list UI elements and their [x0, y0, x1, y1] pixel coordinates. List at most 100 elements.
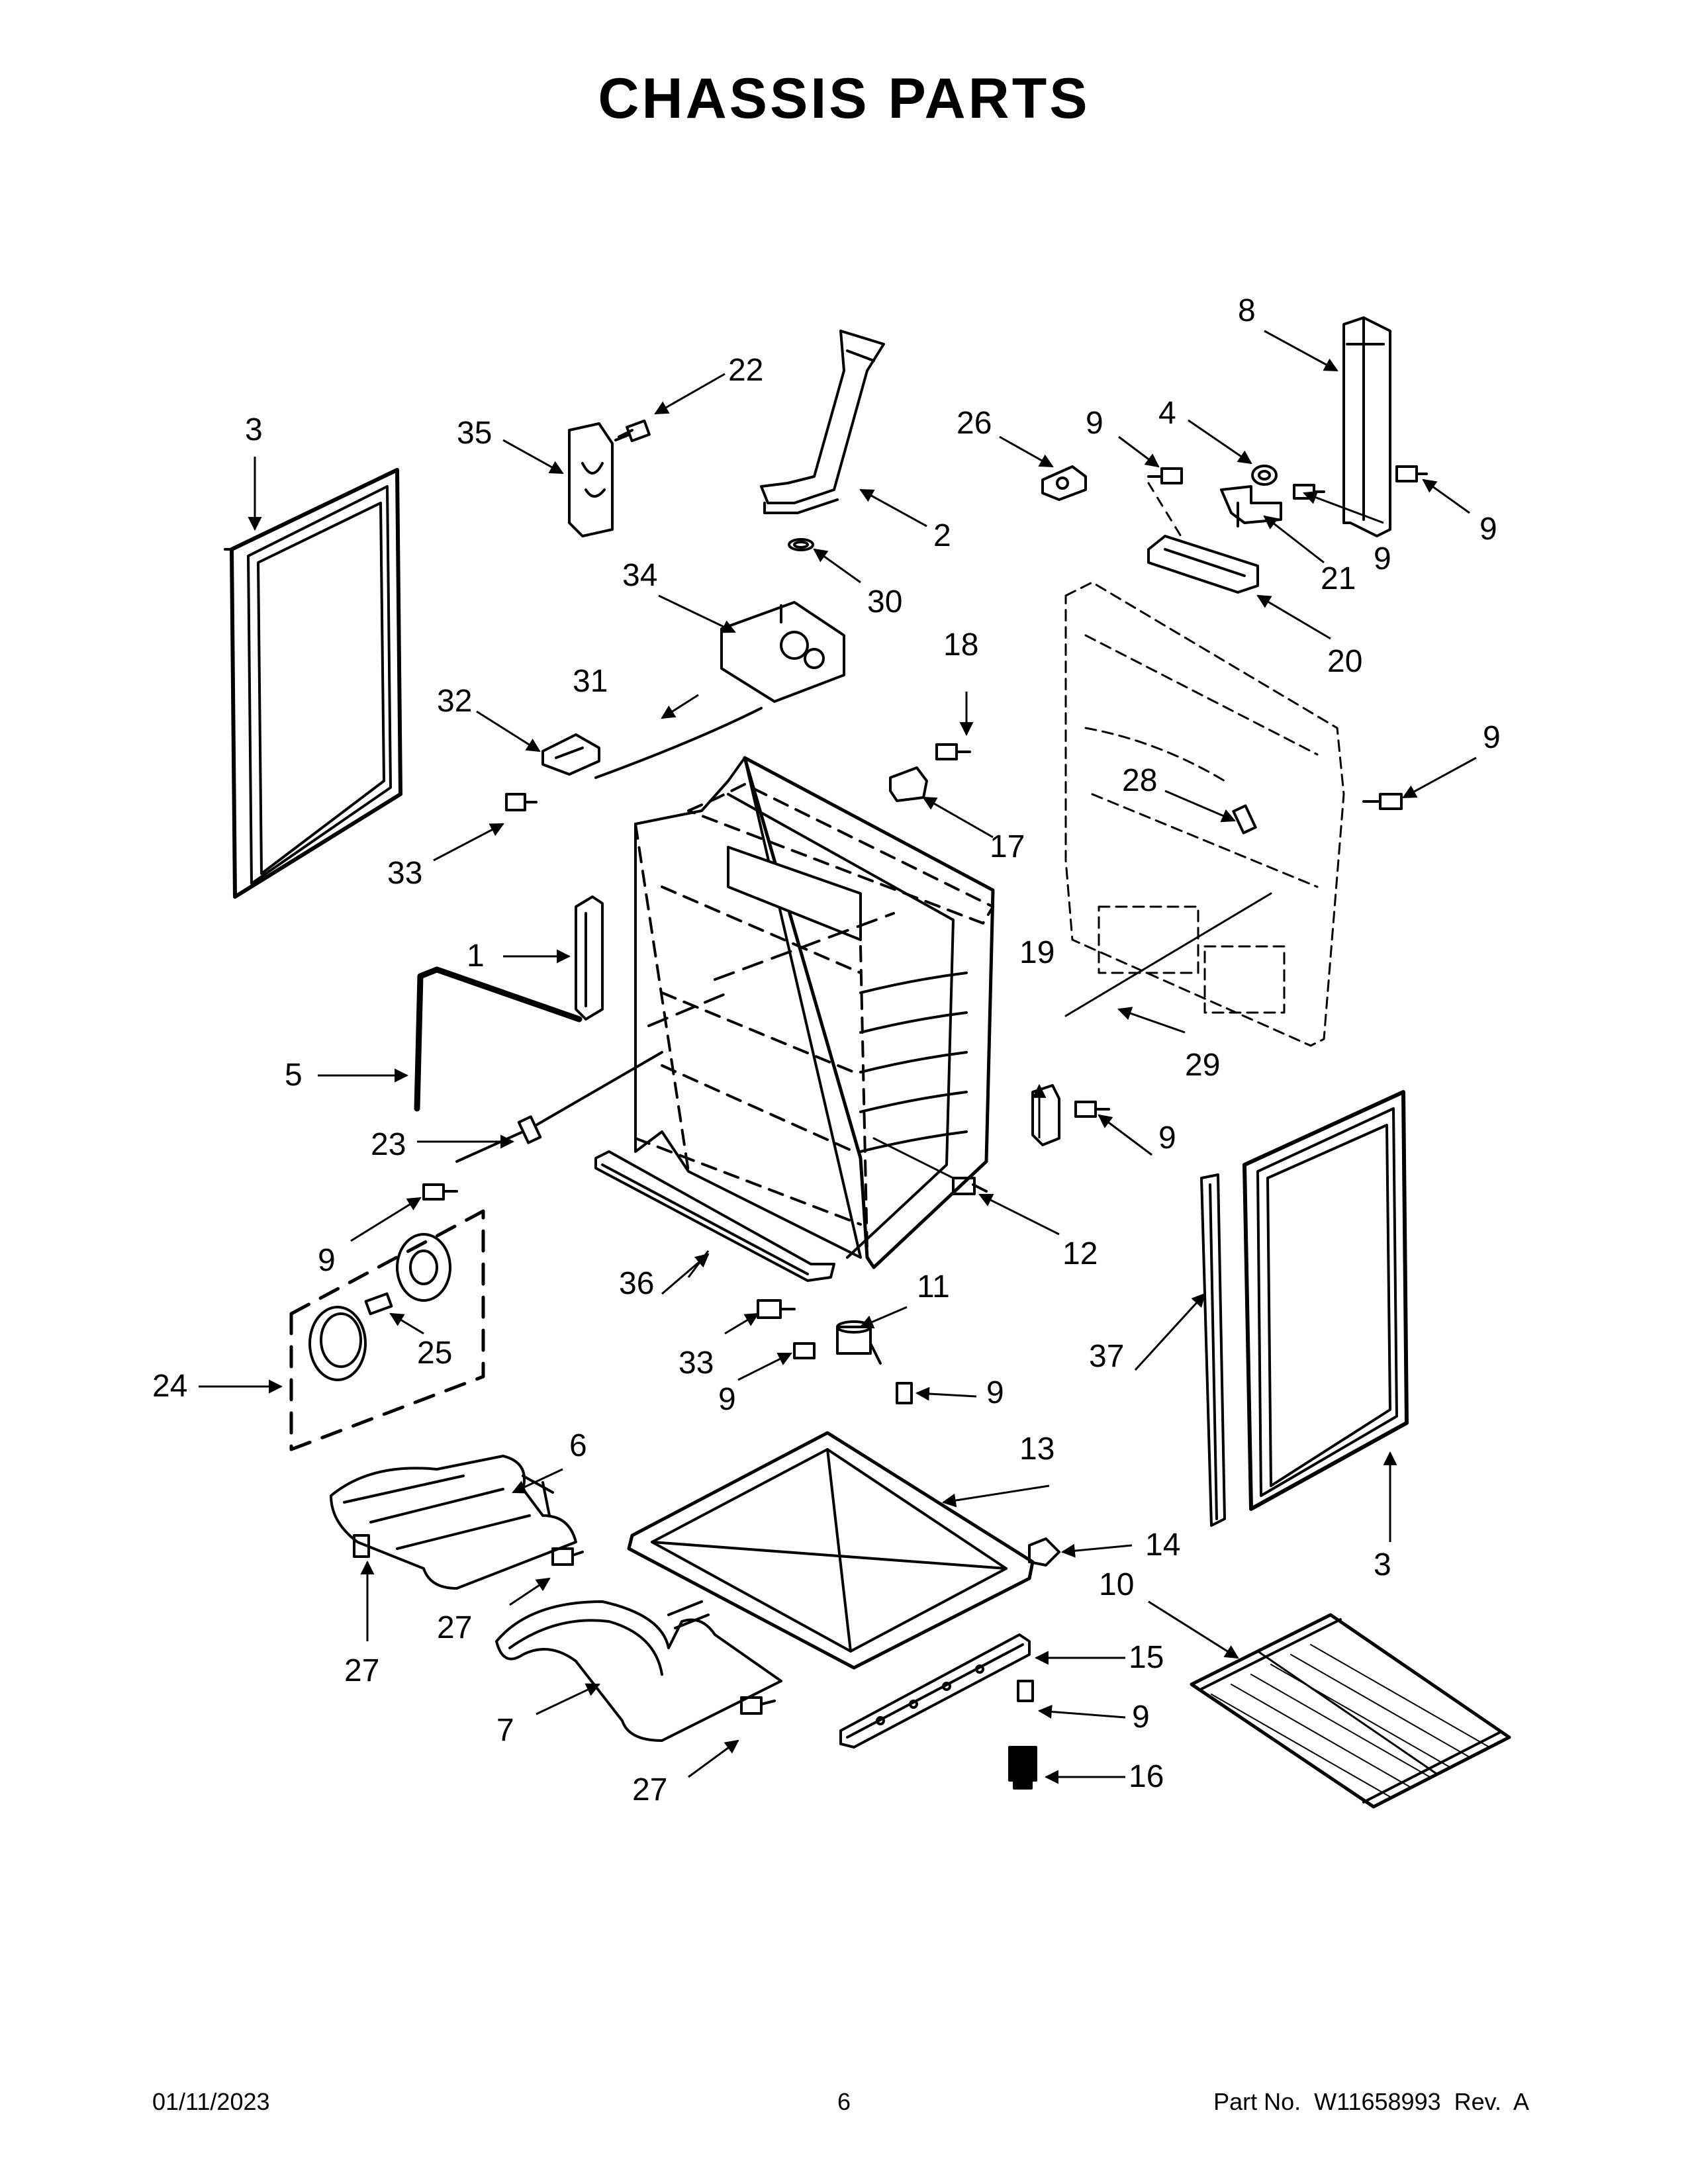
- bottom-tray-13: [629, 1433, 1033, 1668]
- bracket-20: [1149, 536, 1258, 592]
- bracket-35: [569, 424, 612, 536]
- callout-6: 6: [569, 1428, 587, 1463]
- callout-18: 18: [943, 627, 978, 662]
- callout-labels: 3 35 22 2 30 26 9 4 8 9 9 21 20 34 31 32…: [152, 293, 1501, 1807]
- bake-element-7: [496, 1602, 781, 1741]
- callout-34: 34: [622, 558, 657, 593]
- clip-25: [366, 1294, 392, 1314]
- screw-12: [953, 1178, 986, 1194]
- callout-33-bottom: 33: [679, 1345, 714, 1381]
- callout-3-left: 3: [245, 412, 263, 447]
- callout-9-below-8: 9: [1374, 541, 1391, 576]
- page-title: CHASSIS PARTS: [598, 67, 1090, 130]
- footer-date: 01/11/2023: [152, 2088, 270, 2115]
- callout-9-far-right: 9: [1479, 512, 1497, 547]
- callout-12: 12: [1062, 1236, 1098, 1271]
- screw-9-rear: [1364, 794, 1401, 809]
- gasket-5: [414, 966, 583, 1112]
- callout-2: 2: [933, 518, 951, 553]
- standoff-28: [1233, 805, 1255, 833]
- switch-11: [837, 1322, 880, 1363]
- callout-10: 10: [1099, 1567, 1134, 1602]
- callout-31: 31: [573, 664, 608, 699]
- callout-33-top: 33: [387, 856, 422, 891]
- front-trim-15: [841, 1635, 1029, 1747]
- callout-13: 13: [1019, 1432, 1055, 1467]
- callout-15: 15: [1129, 1640, 1164, 1675]
- callout-9-near-15: 9: [1132, 1700, 1150, 1735]
- callout-9-near-11-left: 9: [718, 1382, 736, 1417]
- channel-8: [1344, 318, 1390, 536]
- screw-9-near-19: [1076, 1102, 1109, 1116]
- screw-22: [616, 421, 649, 441]
- washer-30: [789, 539, 813, 550]
- screw-9-near-15: [1018, 1681, 1033, 1701]
- callout-4: 4: [1158, 396, 1176, 431]
- screw-9-near-11-right: [897, 1383, 912, 1403]
- screw-27-bottom: [741, 1698, 774, 1713]
- callout-9-rear: 9: [1483, 720, 1501, 755]
- callout-20: 20: [1327, 644, 1362, 679]
- support-strap-2: [761, 331, 884, 513]
- callout-26: 26: [957, 406, 992, 441]
- callout-9-near-11-right: 9: [986, 1375, 1004, 1410]
- callout-29: 29: [1185, 1048, 1220, 1083]
- rear-panel-29: [1066, 582, 1344, 1046]
- footer-part-number: Part No. W11658993 Rev. A: [1213, 2088, 1529, 2115]
- wire-31: [594, 707, 763, 779]
- callout-1: 1: [467, 938, 485, 974]
- callout-3-right: 3: [1374, 1547, 1391, 1582]
- callout-24: 24: [152, 1369, 187, 1404]
- footer-page-number: 6: [837, 2088, 851, 2115]
- hinge-receptacle-1: [576, 897, 602, 1019]
- lock-bracket-32: [543, 735, 599, 774]
- clip-19: [1033, 1085, 1059, 1145]
- screw-33-top: [506, 794, 536, 810]
- callout-22: 22: [728, 353, 763, 388]
- motor-assembly-34: [722, 602, 844, 702]
- callout-5: 5: [285, 1058, 303, 1093]
- callout-25: 25: [417, 1336, 452, 1371]
- callout-30: 30: [867, 584, 902, 619]
- screw-27-mid: [553, 1549, 583, 1565]
- callout-8: 8: [1238, 293, 1256, 328]
- screw-27-left: [354, 1535, 369, 1557]
- screw-9-top: [1149, 469, 1182, 483]
- broil-element-6: [331, 1456, 576, 1588]
- sensor-23: [457, 1052, 662, 1161]
- rail-36: [596, 1152, 834, 1281]
- knob-group-24: [291, 1211, 483, 1449]
- clip-14: [1029, 1539, 1059, 1565]
- callout-23: 23: [371, 1127, 406, 1162]
- trim-strip-37: [1201, 1175, 1225, 1525]
- callout-27-left: 27: [344, 1653, 379, 1688]
- callout-9-left: 9: [318, 1243, 336, 1278]
- leader-arrows: [199, 330, 1477, 1784]
- screw-33-bottom: [758, 1300, 794, 1318]
- callout-36: 36: [619, 1266, 654, 1301]
- callout-32: 32: [437, 684, 472, 719]
- oven-cavity: [635, 758, 993, 1267]
- door-frame-left: [225, 470, 400, 897]
- clamp-26: [1043, 467, 1086, 500]
- bracket-17: [890, 768, 927, 801]
- door-frame-right: [1244, 1092, 1407, 1509]
- oven-rack-10: [1192, 1615, 1509, 1807]
- screw-9-far-right: [1397, 467, 1427, 481]
- callout-9-near-19: 9: [1158, 1120, 1176, 1156]
- callout-35: 35: [457, 416, 492, 451]
- callout-11: 11: [917, 1269, 950, 1304]
- callout-28: 28: [1122, 763, 1157, 798]
- nut-4: [1252, 466, 1276, 484]
- callout-9-top: 9: [1086, 406, 1103, 441]
- screw-9-near-11-left: [794, 1343, 814, 1358]
- screw-18: [937, 745, 970, 759]
- screw-9-left: [424, 1185, 457, 1199]
- leveling-foot-16: [1009, 1747, 1036, 1788]
- screw-9-right-of-21: [1294, 485, 1324, 498]
- callout-7: 7: [496, 1713, 514, 1748]
- callout-21: 21: [1321, 561, 1356, 596]
- callout-27-mid: 27: [437, 1610, 472, 1645]
- callout-16: 16: [1129, 1759, 1164, 1794]
